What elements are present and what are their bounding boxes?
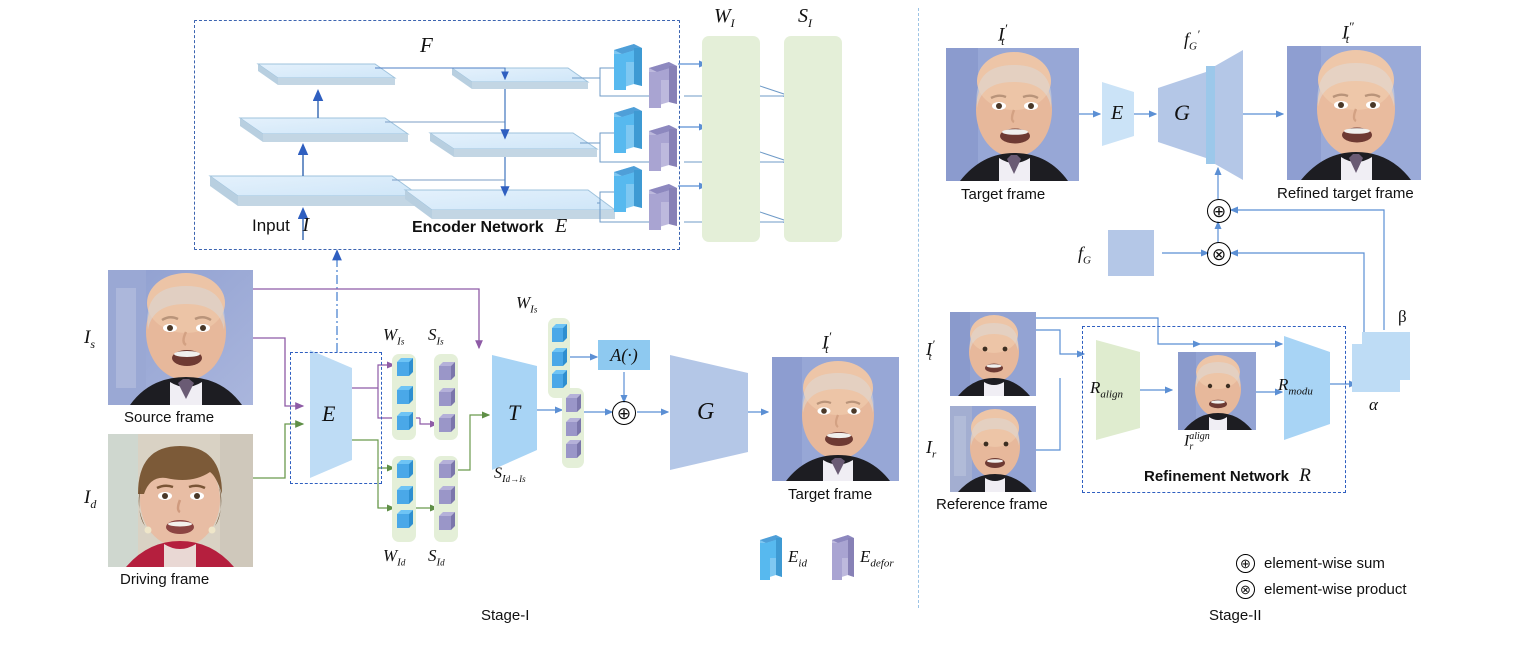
legend-product-row: ⊗ element-wise product [1236,580,1407,599]
refinement-network-box [1082,326,1346,493]
legend-eid-icon [760,535,782,580]
w-is-top-cubes [552,324,567,388]
s-is-cubes [439,362,455,432]
encoder-feature-pair-2 [614,107,677,171]
stage2-encoder-shape [1102,82,1134,146]
stage1-generator-symbol: G [697,399,715,425]
input-slab-middle [238,117,410,142]
stage2-caption: Stage-II [1209,607,1262,624]
r-modu-label: Rmodu [1278,375,1313,398]
stage2-encoder-symbol: E [1111,102,1124,124]
driving-frame-photo [108,434,253,567]
stage1-target-caption: Target frame [788,486,873,503]
encoder-network-symbol: E [555,215,568,237]
w-is-top-label: WIs [516,293,538,316]
encoder-network-box [194,20,680,250]
reference-frame-photo [950,406,1036,492]
fg-prime-label: fG′ [1184,27,1200,53]
source-symbol: Is [84,327,95,351]
stage-divider [918,8,919,608]
encoder-feature-pair-3 [614,166,677,230]
stage2-generator-symbol: G [1174,100,1190,125]
stage1-generator-shape [670,355,748,470]
stage1-sum-symbol: ⊕ [612,401,636,425]
encoder-slab-bottom [403,189,617,219]
legend-eid-label: Eid [788,547,807,570]
reference-caption: Reference frame [936,496,1048,513]
r-modu-shape [1284,336,1330,440]
legend-edefor-icon [832,535,854,580]
stage1-caption: Stage-I [481,607,530,624]
refinement-network-symbol: R [1299,465,1311,486]
stage1-encoder-box [290,352,382,484]
w-is-cubes [397,358,413,430]
alpha-block [1352,344,1400,392]
legend-edefor-label: Edefor [860,547,894,570]
encoder-slab-middle [428,132,599,157]
legend-product-icon: ⊗ [1236,580,1255,599]
reference-symbol: Ir [926,437,937,461]
source-caption: Source frame [124,409,215,426]
source-frame-photo [108,270,253,405]
s-transfer-cubes [566,394,581,458]
stage2-it-small-symbol: I′t [926,337,935,363]
encoder-slab-top [450,67,590,89]
stage1-encoder-shape [310,350,352,478]
wi-green-bar [702,36,760,242]
input-slab-top [256,63,397,85]
fg-block [1108,230,1154,276]
stage2-target-frame-photo [946,48,1079,181]
legend-sum-text: element-wise sum [1264,555,1385,572]
legend-product-text: element-wise product [1264,581,1407,598]
stage2-sum-symbol: ⊕ [1207,199,1231,223]
stage1-encoder-symbol: E [322,401,336,426]
s-id-cubes [439,460,455,530]
s-is-label: SIs [428,325,444,348]
fg-label: fG [1078,243,1091,267]
alpha-label: α [1369,395,1378,414]
w-id-cubes [397,460,413,528]
s-transfer-label: SId→Is [494,465,526,486]
driving-symbol: Id [84,487,97,511]
r-align-shape [1096,340,1140,440]
input-label: Input I [252,214,310,236]
fg-prime-slice [1206,66,1215,164]
transform-symbol: T [508,400,521,425]
w-id-label: WId [383,546,406,569]
transform-shape [492,355,537,470]
beta-label: β [1398,307,1407,326]
stage1-target-frame-photo [772,357,899,481]
refined-target-symbol: I″t [1342,19,1354,47]
input-slab-bottom [208,175,422,206]
stage2-target-symbol: I′t [998,21,1008,49]
aligned-reference-photo [1178,352,1256,430]
stage1-target-symbol: I′t [822,329,832,357]
refined-target-caption: Refined target frame [1277,185,1414,202]
encoder-network-title: Encoder Network E [412,215,568,237]
legend-sum-icon: ⊕ [1236,554,1255,573]
input-symbol: I [302,214,310,236]
driving-caption: Driving frame [120,571,210,588]
w-is-label: WIs [383,325,405,348]
stage2-generator-shape [1158,72,1206,158]
stage2-generator-shape-right [1215,50,1243,180]
aligned-label: Iralign [1184,431,1210,453]
attention-block: A(·) [598,340,650,370]
refinement-network-title: Refinement Network R [1144,465,1311,486]
attention-label: A(·) [610,344,638,365]
stage2-product-symbol: ⊗ [1207,242,1231,266]
legend-sum-row: ⊕ element-wise sum [1236,554,1385,573]
refined-target-frame-photo [1287,46,1421,180]
wi-label: WI [714,5,735,30]
s-id-label: SId [428,546,445,569]
feature-label: F [420,33,433,57]
r-align-label: Ralign [1090,378,1124,401]
si-label: SI [798,5,812,30]
stage2-it-small-photo [950,312,1036,396]
encoder-feature-pair-1 [614,44,677,108]
stage2-target-caption: Target frame [961,186,1046,203]
si-green-bar [784,36,842,242]
